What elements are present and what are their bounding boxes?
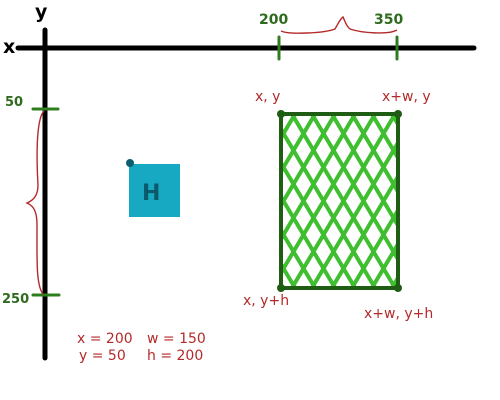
rectangle-border xyxy=(279,112,400,290)
corner-dot-bottom-left xyxy=(277,284,285,292)
hatch-line xyxy=(426,104,500,298)
hatch-line xyxy=(281,159,358,288)
hatch-line xyxy=(406,104,500,298)
hatched-rectangle xyxy=(166,104,500,298)
corner-label-top-left: x, y xyxy=(255,89,280,105)
hatch-line xyxy=(166,104,281,298)
corner-dot-top-right xyxy=(394,110,402,118)
hatch-line xyxy=(309,114,398,264)
value-w: w = 150 xyxy=(147,331,206,347)
hatch-line xyxy=(369,240,398,288)
corner-label-bottom-right: x+w, y+h xyxy=(364,306,433,322)
y-tick-label-50: 50 xyxy=(5,95,23,110)
x-tick-label-350: 350 xyxy=(374,12,403,28)
width-brace xyxy=(280,15,398,34)
hatch-line xyxy=(281,125,378,288)
y-axis-label: y xyxy=(35,1,48,23)
hatch-line xyxy=(426,104,500,298)
corner-label-top-right: x+w, y xyxy=(382,89,431,105)
x-axis-label: x xyxy=(3,36,15,58)
value-y: y = 50 xyxy=(79,348,126,364)
hatch-line xyxy=(281,192,338,288)
x-tick-label-200: 200 xyxy=(259,12,288,28)
hatch-line xyxy=(406,104,500,298)
corner-dot-top-left xyxy=(277,110,285,118)
hatch-line xyxy=(289,114,398,288)
sprite-square xyxy=(129,164,180,217)
hatch-line xyxy=(349,114,398,196)
hatch-line xyxy=(389,273,398,288)
hatch-line xyxy=(369,114,398,162)
hatch-line xyxy=(281,226,318,288)
value-x: x = 200 xyxy=(77,331,133,347)
hatch-line xyxy=(349,206,398,288)
sprite-origin-dot xyxy=(126,159,134,167)
corner-label-bottom-left: x, y+h xyxy=(243,293,289,309)
sprite-letter: H xyxy=(142,181,160,206)
value-h: h = 200 xyxy=(147,348,203,364)
hatch-line xyxy=(281,114,318,176)
height-brace xyxy=(25,110,45,295)
y-tick-label-250: 250 xyxy=(2,292,29,307)
corner-dot-bottom-right xyxy=(394,284,402,292)
hatch-line xyxy=(389,114,398,129)
hatch-line xyxy=(329,114,398,230)
hatch-line xyxy=(166,104,281,298)
